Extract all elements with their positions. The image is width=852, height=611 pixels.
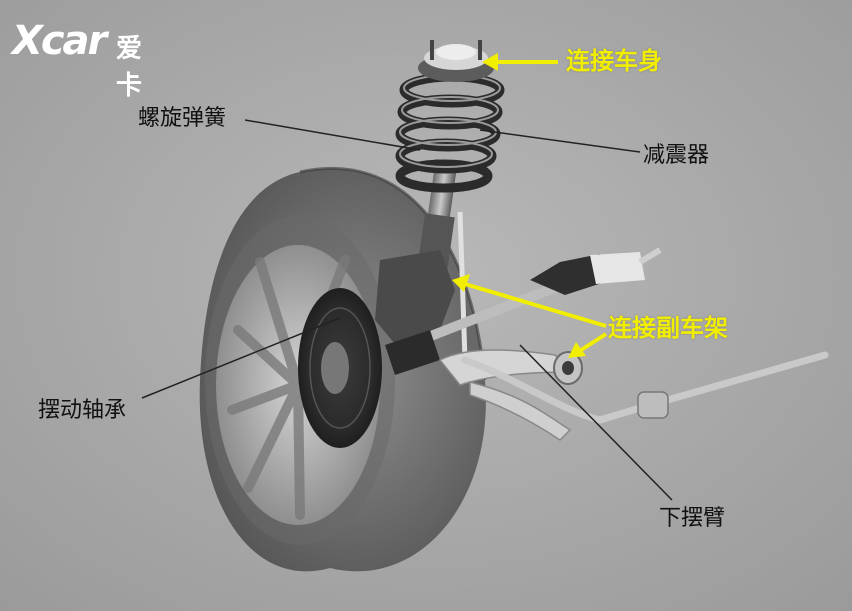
steering-knuckle — [375, 250, 455, 350]
highlight-arrows — [452, 53, 608, 358]
stabilizer-bar — [461, 351, 829, 424]
label-coil-spring: 螺旋弹簧 — [138, 106, 227, 131]
callout-lines — [141, 119, 673, 501]
top-mount — [418, 40, 494, 82]
logo-mark: Xcar — [12, 18, 107, 64]
label-lower-control-arm: 下摆臂 — [659, 506, 726, 531]
label-connect-subframe: 连接副车架 — [608, 314, 728, 342]
logo-brand-text: 爱卡 — [116, 34, 144, 101]
label-connect-body: 连接车身 — [566, 47, 662, 75]
brake-disc — [298, 288, 382, 448]
lower-control-arm-shape — [438, 349, 583, 441]
label-shock-absorber: 减震器 — [643, 143, 710, 168]
drive-shaft — [385, 247, 662, 375]
label-swing-bearing: 摆动轴承 — [38, 398, 127, 423]
